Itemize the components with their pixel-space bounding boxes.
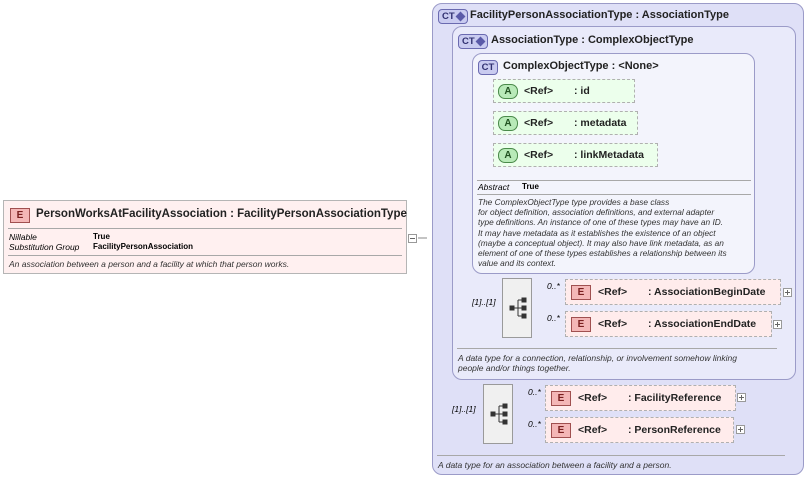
child-occurrence: 0..* <box>528 419 541 429</box>
type-documentation: A data type for an association between a… <box>438 460 672 470</box>
attribute-link-metadata[interactable]: A <Ref> : linkMetadata <box>493 143 658 167</box>
attribute-ref: <Ref> <box>524 149 554 161</box>
divider <box>457 348 777 349</box>
element-badge: E <box>571 317 591 332</box>
element-ref: <Ref> <box>578 392 608 404</box>
sequence-icon <box>490 403 508 425</box>
expand-icon[interactable] <box>773 320 782 329</box>
element-ref-name: : PersonReference <box>628 424 721 436</box>
element-ref-facility-reference[interactable]: E <Ref> : FacilityReference <box>545 385 736 411</box>
element-ref: <Ref> <box>598 286 628 298</box>
type-documentation: A data type for a connection, relationsh… <box>458 353 737 374</box>
complex-type-badge: CT <box>458 34 488 49</box>
attribute-metadata[interactable]: A <Ref> : metadata <box>493 111 638 135</box>
element-title: PersonWorksAtFacilityAssociation : Facil… <box>36 208 407 220</box>
property-value: True <box>93 232 110 241</box>
property-key: Substitution Group <box>9 242 80 252</box>
attribute-badge: A <box>498 148 518 163</box>
child-occurrence: 0..* <box>547 313 560 323</box>
element-badge: E <box>551 391 571 406</box>
element-ref-association-begin-date[interactable]: E <Ref> : AssociationBeginDate <box>565 279 781 305</box>
element-ref: <Ref> <box>578 424 608 436</box>
child-occurrence: 0..* <box>547 281 560 291</box>
collapse-icon[interactable] <box>408 234 417 243</box>
type-documentation: The ComplexObjectType type provides a ba… <box>478 197 727 269</box>
property-value: FacilityPersonAssociation <box>93 242 194 251</box>
element-ref-name: : FacilityReference <box>628 392 722 404</box>
element-ref: <Ref> <box>598 318 628 330</box>
element-documentation: An association between a person and a fa… <box>9 259 290 269</box>
sequence-compositor[interactable] <box>483 384 513 444</box>
element-ref-name: : AssociationEndDate <box>648 318 757 330</box>
expand-icon[interactable] <box>737 393 746 402</box>
element-ref-person-reference[interactable]: E <Ref> : PersonReference <box>545 417 734 443</box>
attribute-name: : metadata <box>574 117 627 129</box>
sequence-occurrence: [1]..[1] <box>452 404 476 414</box>
element-badge: E <box>571 285 591 300</box>
divider <box>477 180 751 181</box>
divider <box>8 228 402 229</box>
attribute-badge: A <box>498 84 518 99</box>
sequence-occurrence: [1]..[1] <box>472 297 496 307</box>
element-ref-name: : AssociationBeginDate <box>648 286 766 298</box>
divider <box>8 255 402 256</box>
attribute-name: : linkMetadata <box>574 149 645 161</box>
property-key: Abstract <box>478 182 510 192</box>
attribute-badge: A <box>498 116 518 131</box>
element-badge: E <box>10 208 30 223</box>
property-key: Nillable <box>9 232 37 242</box>
complex-type-title: FacilityPersonAssociationType : Associat… <box>470 9 729 21</box>
complex-type-title: ComplexObjectType : <None> <box>503 60 659 72</box>
element-ref-association-end-date[interactable]: E <Ref> : AssociationEndDate <box>565 311 772 337</box>
attribute-ref: <Ref> <box>524 85 554 97</box>
divider <box>477 194 751 195</box>
divider <box>437 455 785 456</box>
element-box[interactable]: E PersonWorksAtFacilityAssociation : Fac… <box>3 200 407 274</box>
sequence-compositor[interactable] <box>502 278 532 338</box>
child-occurrence: 0..* <box>528 387 541 397</box>
element-badge: E <box>551 423 571 438</box>
property-value: True <box>522 182 539 191</box>
complex-type-badge: CT <box>478 60 498 75</box>
expand-icon[interactable] <box>783 288 792 297</box>
attribute-name: : id <box>574 85 590 97</box>
complex-type-title: AssociationType : ComplexObjectType <box>491 34 694 46</box>
attribute-ref: <Ref> <box>524 117 554 129</box>
sequence-icon <box>509 297 527 319</box>
expand-icon[interactable] <box>736 425 745 434</box>
complex-type-badge: CT <box>438 9 468 24</box>
attribute-id[interactable]: A <Ref> : id <box>493 79 635 103</box>
